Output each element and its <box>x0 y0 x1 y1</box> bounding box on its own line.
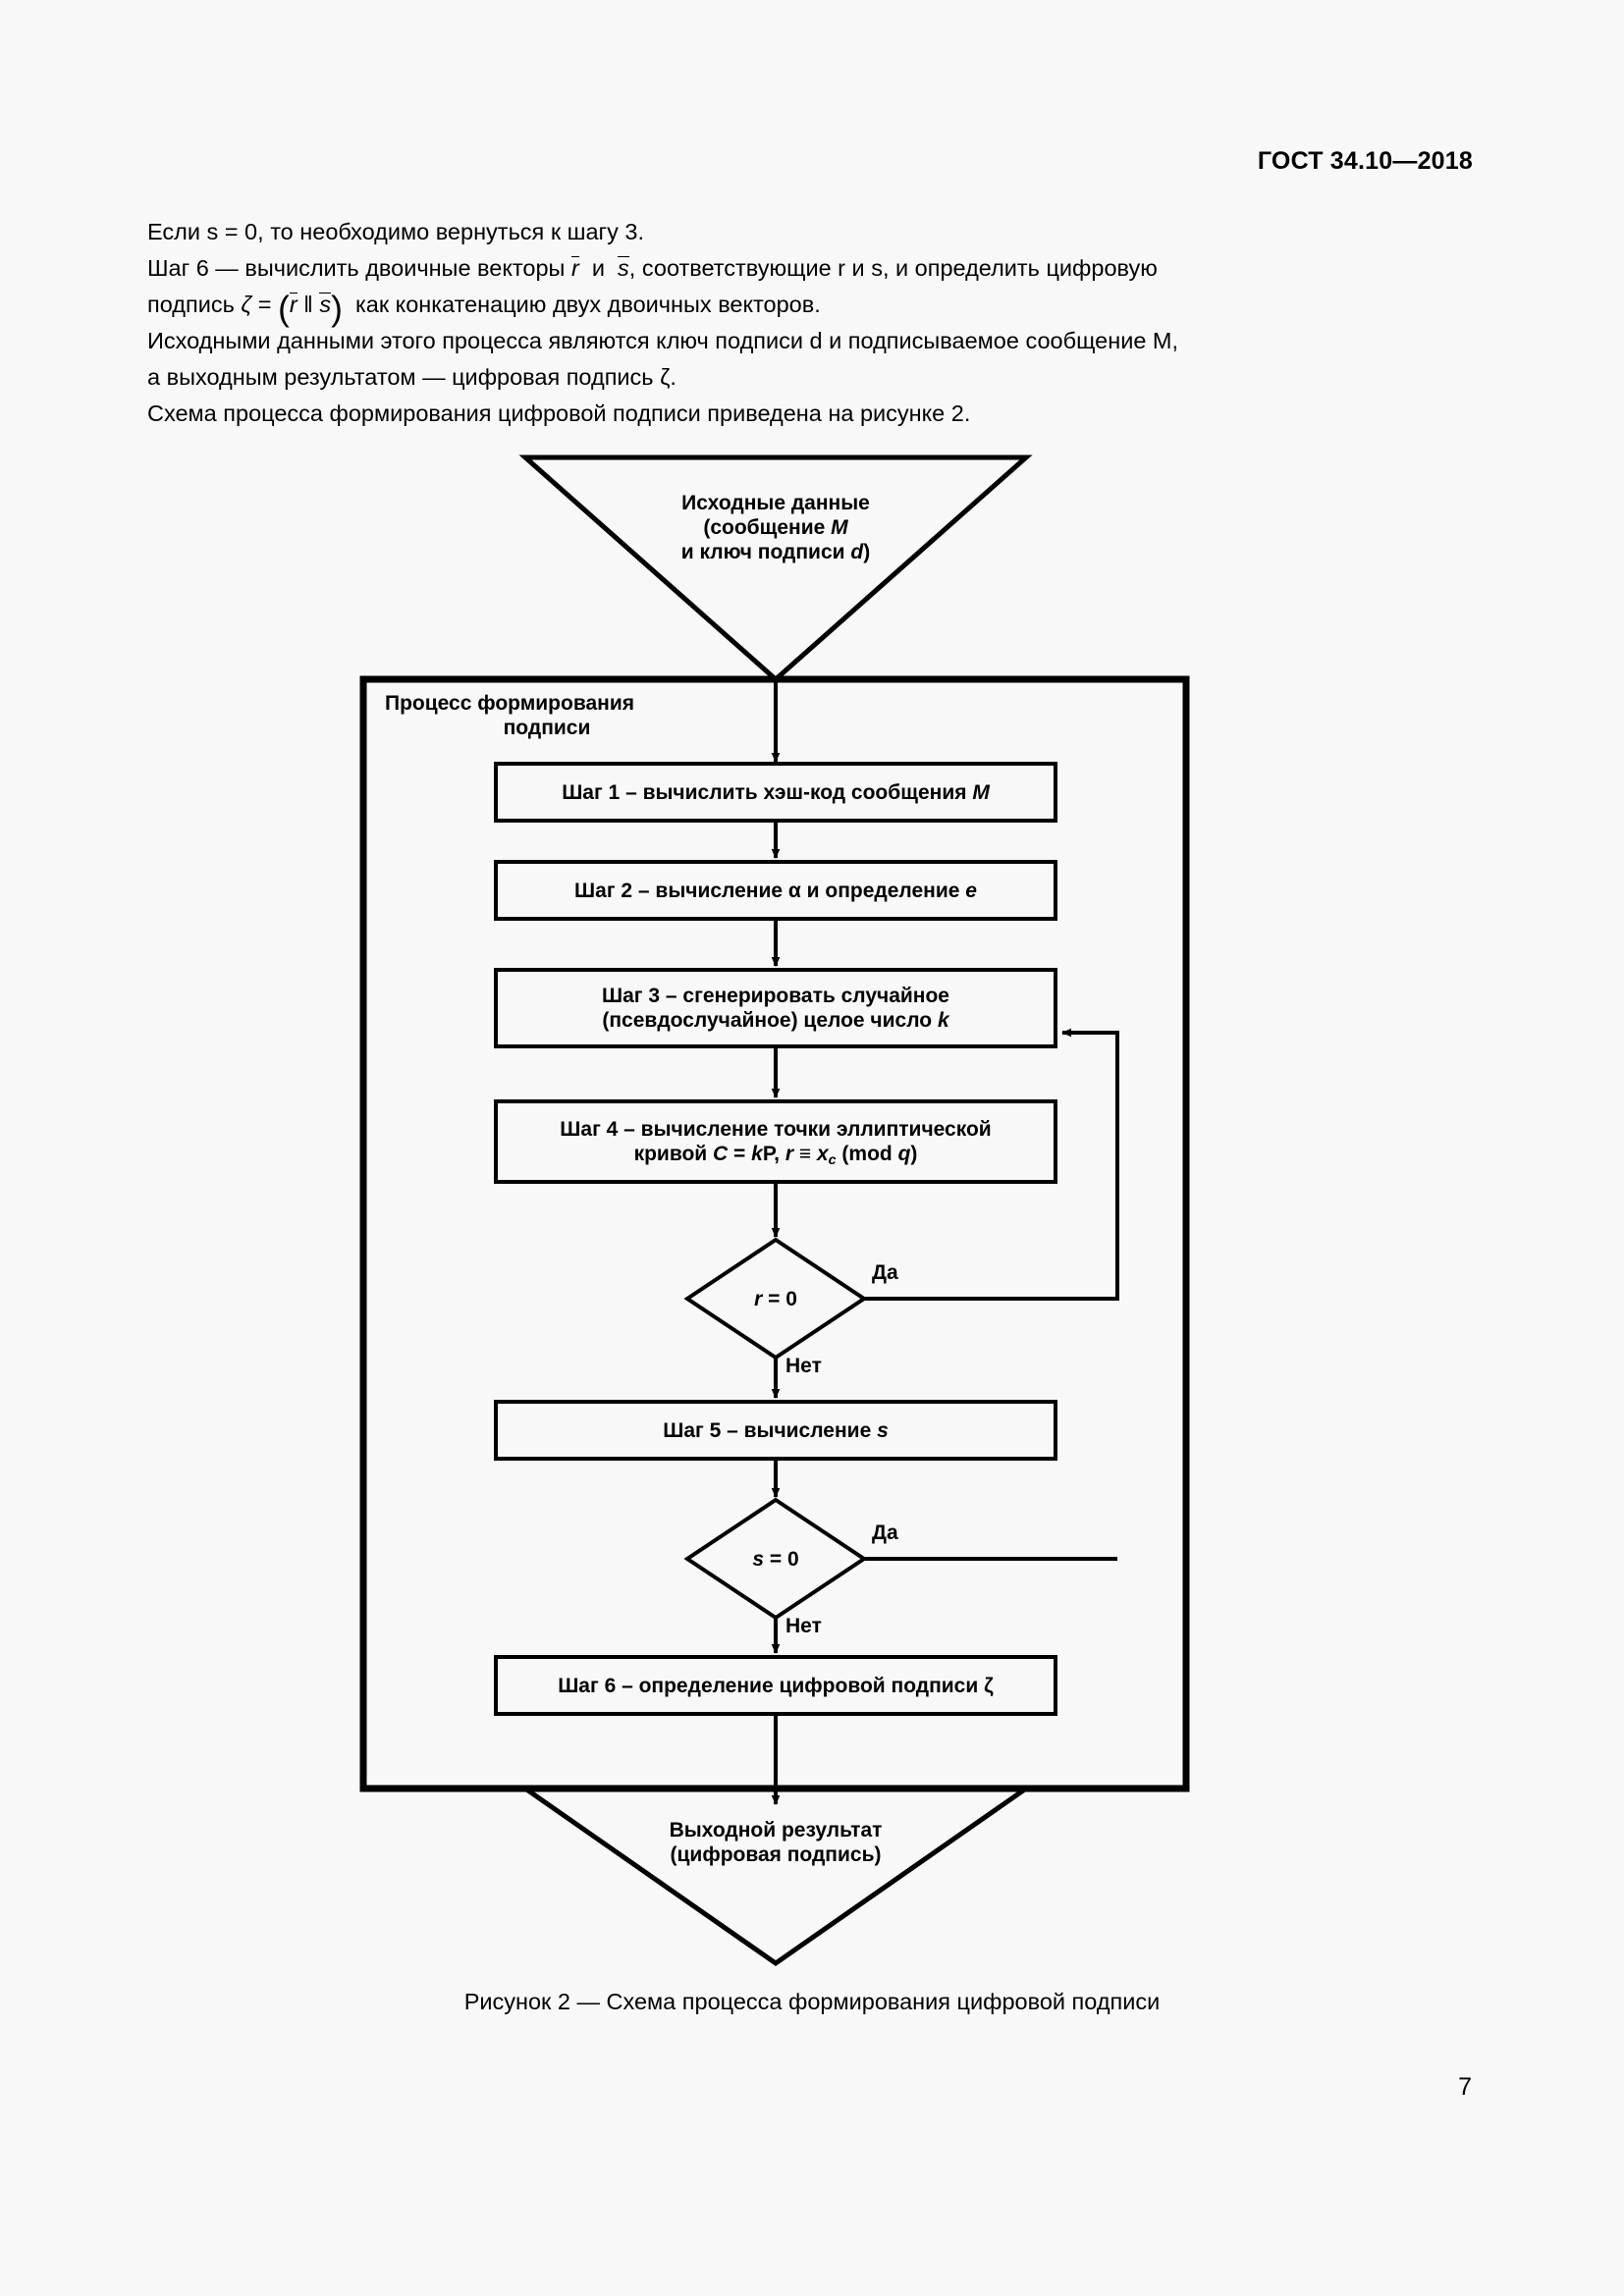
paragraph-figure-ref: Схема процесса формирования цифровой под… <box>147 400 971 426</box>
step-3-label: Шаг 3 – сгенерировать случайное (псевдос… <box>496 984 1056 1033</box>
concatenation-expression: (r ‖ s) <box>278 289 343 328</box>
decision-r-condition: r = 0 <box>754 1288 797 1310</box>
decision-r-no-label: Нет <box>785 1355 822 1377</box>
zeta-symbol: ζ <box>241 292 252 317</box>
output-triangle-line2: (цифровая подпись) <box>670 1843 882 1866</box>
step-4-line2: кривой C = kP, r ≡ xc (mod q) <box>633 1143 918 1168</box>
output-triangle-label: Выходной результат (цифровая подпись) <box>525 1818 1026 1867</box>
step-2-label: Шаг 2 – вычисление α и определение e <box>574 880 977 902</box>
step-3-line1: Шаг 3 – сгенерировать случайное <box>602 985 949 1007</box>
paragraph-input-data: Исходными данными этого процесса являютс… <box>147 328 1179 353</box>
page-number: 7 <box>1458 2073 1472 2101</box>
step-1-label: Шаг 1 – вычислить хэш-код сообщения M <box>562 781 990 804</box>
step-5-label: Шаг 5 – вычисление s <box>663 1419 889 1442</box>
paragraph-if-s-zero: Если s = 0, то необходимо вернуться к ша… <box>147 219 644 244</box>
input-triangle-line1: Исходные данные <box>681 492 870 514</box>
figure-caption: Рисунок 2 — Схема процесса формирования … <box>463 1989 1161 2014</box>
paren-close: ) <box>331 289 343 328</box>
input-triangle-line2: (сообщение M <box>703 516 848 539</box>
output-result-triangle <box>517 1786 1034 1967</box>
paragraph-step6-a: Шаг 6 — вычислить двоичные векторы r и s… <box>147 255 1158 281</box>
step-3-line2: (псевдослучайное) целое число k <box>602 1009 949 1032</box>
step-4-line1: Шаг 4 – вычисление точки эллиптической <box>560 1118 992 1141</box>
decision-s-yes-label: Да <box>872 1522 898 1544</box>
step-6-label: Шаг 6 – определение цифровой подписи ζ <box>558 1675 994 1697</box>
s-bar-symbol-2: s <box>319 292 332 317</box>
input-triangle-line3: и ключ подписи d) <box>680 541 871 563</box>
r-bar-symbol: r <box>570 255 579 281</box>
decision-r-yes-label: Да <box>872 1261 898 1284</box>
paren-open: ( <box>278 289 290 328</box>
step-4-label: Шаг 4 – вычисление точки эллиптической к… <box>496 1117 1056 1173</box>
body-text-block: Если s = 0, то необходимо вернуться к ша… <box>147 214 1473 432</box>
page-header-standard-code: ГОСТ 34.10—2018 <box>1257 147 1473 175</box>
paragraph-step6-b: подпись ζ = (r ‖ s) как конкатенацию дву… <box>147 289 821 328</box>
input-triangle-label: Исходные данные (сообщение M и ключ подп… <box>525 491 1026 564</box>
s-bar-symbol: s <box>618 255 629 281</box>
decision-s-condition: s = 0 <box>752 1548 799 1571</box>
decision-s-no-label: Нет <box>785 1615 822 1637</box>
process-box-title-line2: подписи <box>503 717 591 739</box>
r-bar-symbol-2: r <box>289 292 298 317</box>
output-triangle-line1: Выходной результат <box>669 1819 883 1842</box>
process-outer-box <box>359 675 1190 1792</box>
process-box-title-line1: Процесс формирования <box>385 692 634 715</box>
process-box-title: Процесс формирования подписи <box>385 691 709 740</box>
paragraph-output-result: а выходным результатом — цифровая подпис… <box>147 364 677 390</box>
